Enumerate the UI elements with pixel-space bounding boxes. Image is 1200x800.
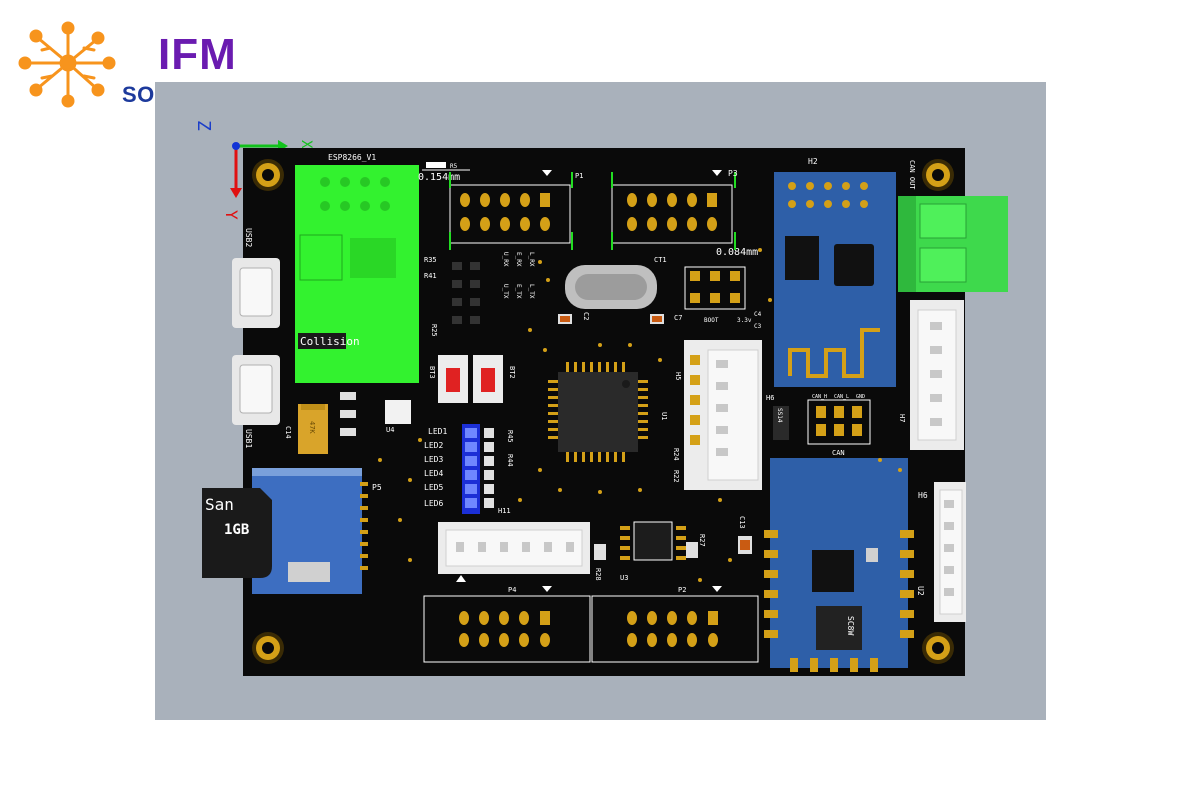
axis-y-label: Y <box>222 210 241 220</box>
led-column <box>462 424 494 514</box>
tantalum-capacitor <box>298 404 328 454</box>
svg-text:R25: R25 <box>430 324 438 337</box>
wifi-module-blue <box>764 458 914 672</box>
svg-text:R24: R24 <box>672 448 680 461</box>
svg-text:R22: R22 <box>672 470 680 483</box>
svg-text:R44: R44 <box>506 454 514 467</box>
svg-text:P1: P1 <box>575 172 583 180</box>
svg-text:BT2: BT2 <box>508 366 516 379</box>
svg-text:CT1: CT1 <box>654 256 667 264</box>
svg-text:C7: C7 <box>674 314 682 322</box>
svg-text:SC8W: SC8W <box>846 616 855 635</box>
svg-text:LED6: LED6 <box>424 499 443 508</box>
svg-text:CAN OUT: CAN OUT <box>908 160 916 190</box>
collision-label: Collision <box>300 335 360 348</box>
brand-name: IFM <box>158 30 237 79</box>
svg-text:H6: H6 <box>918 491 928 500</box>
usb-connectors <box>232 258 280 425</box>
svg-text:R5: R5 <box>450 163 458 170</box>
usb1-label: USB1 <box>244 429 253 448</box>
svg-text:BOOT: BOOT <box>704 317 719 324</box>
esp01-module-h2 <box>774 172 896 387</box>
svg-text:LED2: LED2 <box>424 441 443 450</box>
measurement-2: 0.084mm <box>716 247 758 258</box>
svg-text:U_RX: U_RX <box>502 252 509 267</box>
svg-text:H11: H11 <box>498 507 511 515</box>
svg-text:LED1: LED1 <box>428 427 447 436</box>
svg-text:BT3: BT3 <box>428 366 436 379</box>
svg-text:C14: C14 <box>284 426 292 439</box>
usb2-label: USB2 <box>244 228 253 247</box>
serial-labels: U_RX U_TX E_RX E_TX L_RX L_TX <box>502 252 535 299</box>
microcontroller-u1 <box>548 362 648 462</box>
svg-text:C13: C13 <box>738 516 746 529</box>
svg-text:U2: U2 <box>916 586 925 596</box>
svg-text:U1: U1 <box>660 412 668 420</box>
axis-x-label: X <box>298 140 314 149</box>
svg-text:P2: P2 <box>678 586 686 594</box>
brand-logo <box>18 18 308 108</box>
header-p1: P1 P3 <box>449 169 738 250</box>
svg-text:GND: GND <box>856 394 865 400</box>
tactile-buttons <box>438 355 503 403</box>
svg-text:C4: C4 <box>754 311 762 318</box>
svg-text:P5: P5 <box>372 483 382 492</box>
svg-text:C2: C2 <box>582 312 590 320</box>
svg-text:R41: R41 <box>424 272 437 280</box>
mounting-holes <box>252 159 954 664</box>
network-logo-icon <box>18 21 116 108</box>
svg-text:H2: H2 <box>808 157 818 166</box>
svg-text:47K: 47K <box>308 421 316 434</box>
svg-text:H6: H6 <box>766 394 774 402</box>
svg-text:H5: H5 <box>674 372 682 380</box>
svg-text:U3: U3 <box>620 574 628 582</box>
svg-text:L_RX: L_RX <box>528 252 535 267</box>
svg-text:P3: P3 <box>728 169 738 178</box>
svg-text:R28: R28 <box>594 568 602 581</box>
svg-text:LED3: LED3 <box>424 455 443 464</box>
svg-text:P4: P4 <box>508 586 516 594</box>
sd-card <box>202 488 272 578</box>
svg-text:E_RX: E_RX <box>515 252 522 267</box>
svg-text:R35: R35 <box>424 256 437 264</box>
svg-text:SS14: SS14 <box>776 408 783 423</box>
axis-z-label: Z <box>193 120 214 131</box>
svg-text:LED5: LED5 <box>424 483 443 492</box>
svg-text:3.3v: 3.3v <box>737 317 752 324</box>
axis-gizmo[interactable]: Z Y X <box>193 120 314 220</box>
svg-text:U_TX: U_TX <box>502 284 509 299</box>
svg-text:R27: R27 <box>698 534 706 547</box>
chip-u3 <box>633 521 673 561</box>
svg-text:CAN: CAN <box>832 449 845 457</box>
svg-text:C3: C3 <box>754 323 762 330</box>
can-header <box>807 399 871 445</box>
svg-text:E_TX: E_TX <box>515 284 522 299</box>
svg-text:H7: H7 <box>898 414 906 422</box>
svg-text:R45: R45 <box>506 430 514 443</box>
svg-text:CAN_L: CAN_L <box>834 394 849 400</box>
sd-card-brand: San <box>205 495 234 514</box>
boot-jumper-block <box>684 266 746 310</box>
svg-text:U4: U4 <box>386 426 394 434</box>
svg-text:CAN_H: CAN_H <box>812 394 827 400</box>
svg-text:LED4: LED4 <box>424 469 443 478</box>
svg-text:L_TX: L_TX <box>528 284 535 299</box>
header-p4-p2 <box>423 586 759 663</box>
esp8266-silkscreen: ESP8266_V1 <box>328 153 376 162</box>
sd-card-capacity: 1GB <box>224 522 249 538</box>
measurement-1: 0.154mm <box>418 172 460 183</box>
